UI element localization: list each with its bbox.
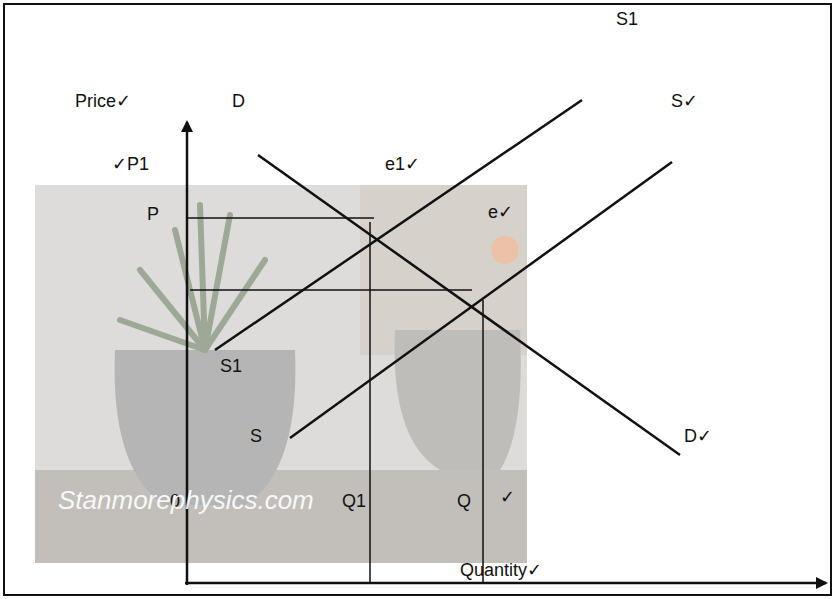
curve-label: S1: [220, 357, 242, 377]
quantity-label: Q: [457, 492, 471, 512]
check-mark: ✓: [500, 488, 515, 508]
watermark: Stanmorephysics.com: [58, 486, 314, 515]
price-axis: [186, 122, 189, 585]
price-label: ✓P1: [112, 155, 149, 175]
point-label: e1✓: [385, 155, 420, 175]
supply-curve-s1: [215, 100, 582, 350]
axis-label: Price✓: [75, 92, 131, 112]
curve-label: D: [232, 92, 245, 112]
quantity-axis: [185, 582, 826, 585]
curve-label: S: [250, 427, 262, 447]
frame: [4, 4, 831, 595]
demand-curve: [258, 155, 680, 455]
guide-lines: [187, 218, 483, 583]
point-label: e✓: [488, 203, 513, 223]
curve-label: S1: [616, 10, 638, 30]
curve-label: D✓: [684, 427, 712, 447]
axis-label: Quantity✓: [460, 561, 542, 581]
price-label: P: [147, 205, 159, 225]
supply-curve-s: [290, 162, 672, 438]
quantity-label: Q1: [342, 492, 366, 512]
background-photo: [35, 185, 527, 563]
curve-label: S✓: [671, 92, 698, 112]
